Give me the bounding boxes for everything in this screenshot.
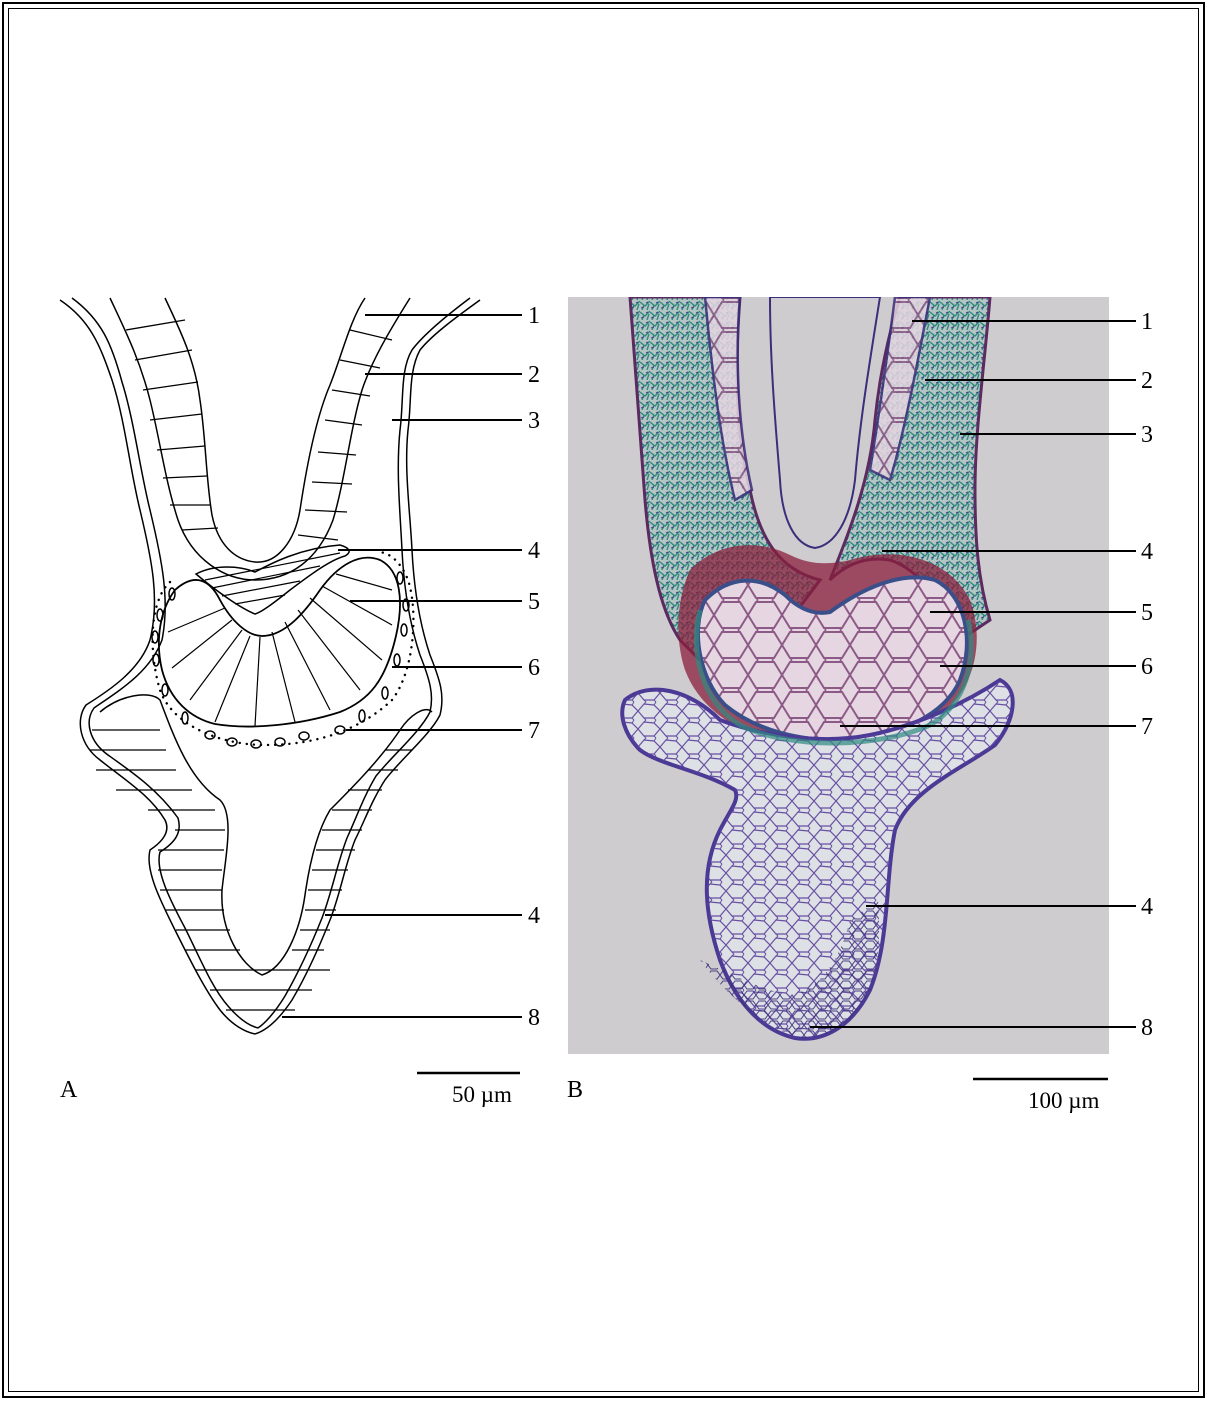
scale-bar-a-label: 50 µm [452, 1082, 512, 1107]
callout-b-4-lower: 4 [1141, 894, 1153, 920]
inner-epidermis-right [258, 298, 470, 1028]
callout-a-5: 5 [528, 589, 540, 615]
panel-a-drawing [60, 298, 522, 1034]
callout-a-7: 7 [528, 718, 540, 744]
callout-b-6: 6 [1141, 654, 1153, 680]
panel-b-callouts: 1 2 3 4 5 6 7 4 8 [1141, 309, 1153, 1041]
callout-b-7: 7 [1141, 714, 1153, 740]
groove-wall-inner [110, 298, 410, 580]
callout-b-3: 3 [1141, 422, 1153, 448]
callout-a-1: 1 [528, 303, 540, 329]
callout-a-4-upper: 4 [528, 538, 540, 564]
groove-lumen [165, 298, 365, 562]
callout-a-4-lower: 4 [528, 903, 540, 929]
callout-b-4-upper: 4 [1141, 539, 1153, 565]
callout-a-6: 6 [528, 655, 540, 681]
callout-b-8: 8 [1141, 1015, 1153, 1041]
panel-b-micrograph [568, 297, 1109, 1054]
inner-epidermis-left [72, 298, 258, 1028]
callout-b-1: 1 [1141, 309, 1153, 335]
callout-b-2: 2 [1141, 368, 1153, 394]
vascular-bundle [159, 558, 400, 727]
lower-keel-boundary [100, 695, 432, 975]
panel-b-letter: B [567, 1077, 583, 1103]
callout-a-2: 2 [528, 362, 540, 388]
palisade-right [298, 330, 392, 540]
scale-bar-b-label: 100 µm [1028, 1088, 1100, 1113]
lower-sclerenchyma-stripes [90, 730, 420, 1010]
callout-b-5: 5 [1141, 600, 1153, 626]
panel-b-leader-tails [1109, 321, 1136, 1027]
callout-a-8: 8 [528, 1005, 540, 1031]
panel-a-letter: A [60, 1077, 78, 1103]
callout-a-3: 3 [528, 408, 540, 434]
panel-a-callouts: 1 2 3 4 5 6 7 4 8 [528, 303, 540, 1031]
